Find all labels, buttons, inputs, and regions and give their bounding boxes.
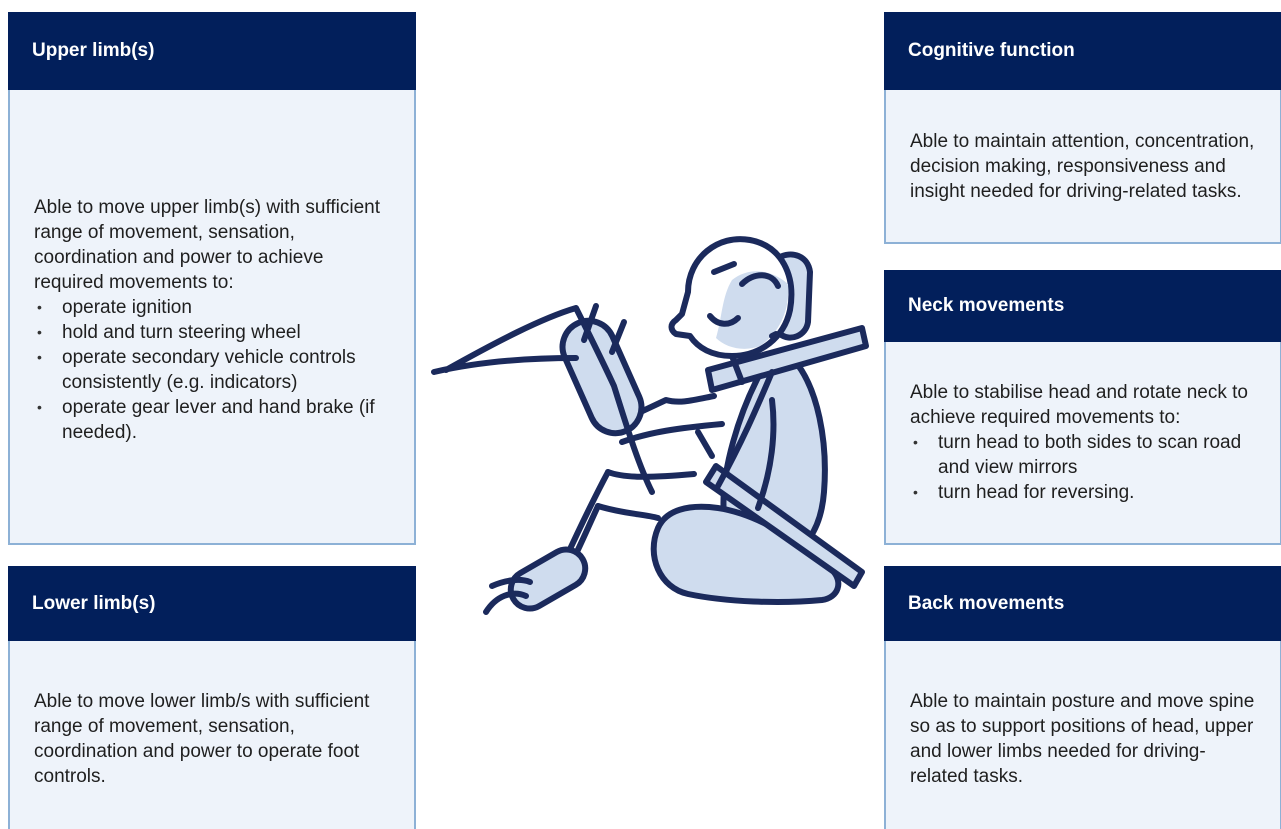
card-list: turn head to both sides to scan road and…	[910, 430, 1258, 505]
seat-cushion	[650, 503, 842, 605]
list-item: operate gear lever and hand brake (if ne…	[34, 395, 392, 445]
card-list: operate ignition hold and turn steering …	[34, 295, 392, 445]
card-back-movements: Back movements Able to maintain posture …	[884, 566, 1281, 829]
torso	[715, 331, 779, 511]
card-body: Able to maintain attention, concentratio…	[884, 90, 1281, 244]
seated-driver-icon	[431, 236, 869, 615]
card-body: Able to move lower limb/s with sufficien…	[8, 641, 416, 829]
eyebrow	[711, 261, 737, 275]
card-body: Able to move upper limb(s) with sufficie…	[8, 90, 416, 545]
steering-wheel	[559, 317, 645, 437]
card-title: Cognitive function	[884, 12, 1281, 90]
card-lower-limbs: Lower limb(s) Able to move lower limb/s …	[8, 566, 416, 829]
card-intro: Able to stabilise head and rotate neck t…	[910, 382, 1249, 428]
card-title: Lower limb(s)	[8, 566, 416, 641]
pedal	[507, 546, 589, 612]
card-upper-limbs: Upper limb(s) Able to move upper limb(s)…	[8, 12, 416, 545]
list-item: turn head for reversing.	[910, 480, 1258, 505]
forearm	[619, 421, 725, 445]
list-item: operate secondary vehicle controls consi…	[34, 345, 392, 395]
neck	[729, 353, 745, 385]
lap-belt	[703, 463, 865, 589]
shoulder-belt	[705, 325, 869, 393]
thigh	[595, 469, 697, 521]
list-item: turn head to both sides to scan road and…	[910, 430, 1258, 480]
face-shading	[716, 271, 789, 349]
upper-arm	[629, 393, 717, 419]
card-body: Able to maintain posture and move spine …	[884, 641, 1281, 829]
list-item: operate ignition	[34, 295, 392, 320]
card-text: Able to maintain attention, concentratio…	[910, 130, 1255, 202]
card-neck-movements: Neck movements Able to stabilise head an…	[884, 270, 1281, 545]
windshield	[431, 305, 655, 495]
card-text: Able to maintain posture and move spine …	[910, 691, 1255, 787]
list-item: hold and turn steering wheel	[34, 320, 392, 345]
steering-column	[695, 429, 715, 459]
ear	[739, 272, 781, 289]
floor	[483, 576, 533, 615]
card-cognitive-function: Cognitive function Able to maintain atte…	[884, 12, 1281, 244]
card-title: Back movements	[884, 566, 1281, 641]
card-body: Able to stabilise head and rotate neck t…	[884, 342, 1281, 545]
card-intro: Able to move upper limb(s) with sufficie…	[34, 196, 381, 293]
card-title: Upper limb(s)	[8, 12, 416, 90]
card-text: Able to move lower limb/s with sufficien…	[34, 691, 370, 787]
smile	[707, 313, 741, 327]
card-title: Neck movements	[884, 270, 1281, 342]
